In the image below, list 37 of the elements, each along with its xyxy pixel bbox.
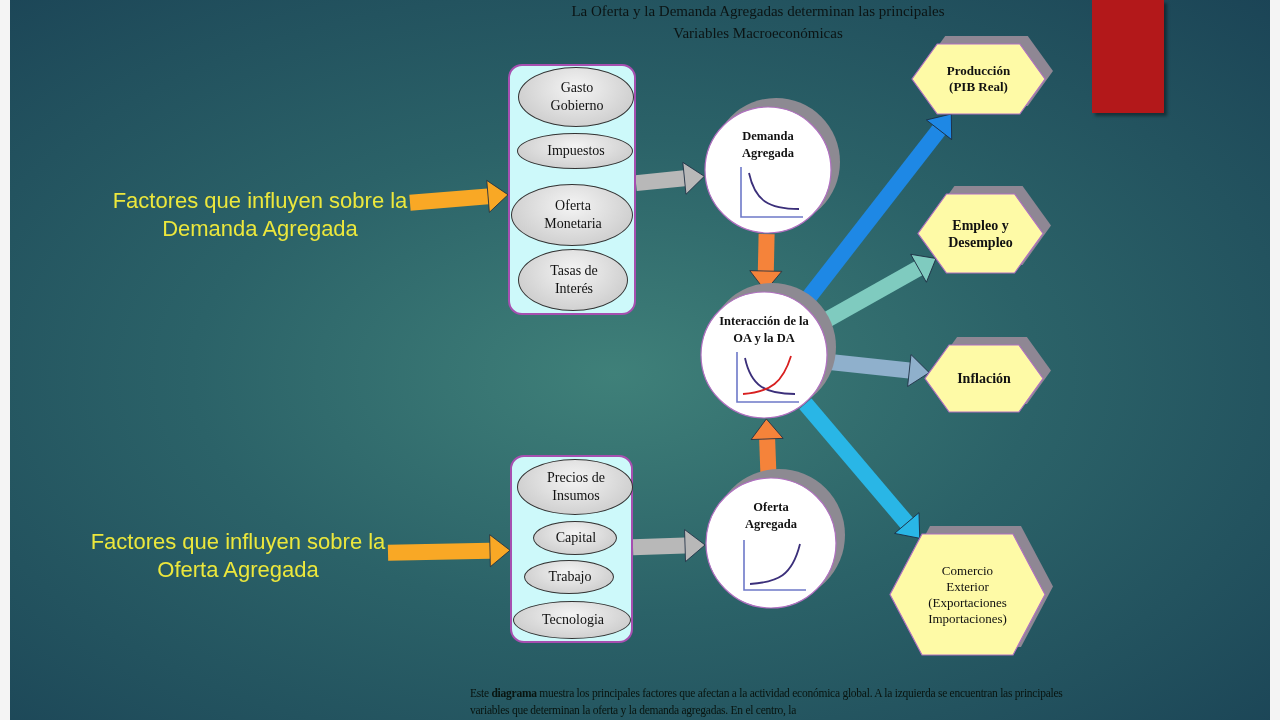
concept-circle (700, 283, 836, 419)
variable-hexagon (918, 186, 1051, 273)
factor-ellipse (517, 133, 633, 169)
node-label: Oferta Monetaria (543, 197, 603, 233)
node-label: Impuestos (546, 142, 606, 160)
concept-circle (705, 469, 845, 609)
node-label: Demanda Agregada (741, 127, 795, 162)
block-arrow (632, 529, 706, 562)
node-label: Tecnologia (541, 611, 605, 629)
factor-panel (508, 64, 636, 315)
block-arrow (387, 534, 511, 568)
block-arrow (635, 162, 705, 195)
node-label: Precios de Insumos (546, 469, 606, 505)
node-label: Capital (554, 529, 598, 547)
factor-ellipse (513, 601, 631, 639)
title: La Oferta y la Demanda Agregadas determinan las principales Variables Macroeconómicas (570, 2, 946, 43)
node-label: Tasas de Interés (549, 262, 599, 298)
block-arrow (799, 398, 921, 539)
node-label: Producción (PIB Real) (945, 63, 1012, 95)
factor-heading-text: Factores que influyen sobre la Oferta Agregada (89, 528, 387, 584)
node-label: Comercio Exterior (Exportaciones Importaciones) (927, 562, 1008, 627)
block-arrow (409, 180, 509, 213)
variable-hexagon (912, 36, 1053, 114)
node-label: Interacción de la OA y la DA (718, 312, 810, 347)
node-label: Inflación (956, 370, 1012, 387)
node-label: Oferta Agregada (744, 499, 798, 534)
variable-hexagon (890, 526, 1053, 655)
node-label: Empleo y Desempleo (947, 216, 1014, 251)
factor-heading-text: Factores que influyen sobre la Demanda Agregada (111, 187, 409, 243)
factor-ellipse (517, 459, 633, 515)
node-label: Trabajo (547, 568, 593, 586)
factor-ellipse (518, 67, 634, 127)
caption: Este diagrama muestra los principales factores que afectan a la actividad económica global. A la izquierda se encuentran las principales variables que determinan la oferta y la demanda agregadas. En el centro, la (470, 686, 1064, 719)
node-label: Gasto Gobierno (549, 79, 605, 115)
factor-panel (510, 455, 633, 643)
variable-hexagon (925, 337, 1051, 412)
concept-circle (704, 98, 840, 234)
